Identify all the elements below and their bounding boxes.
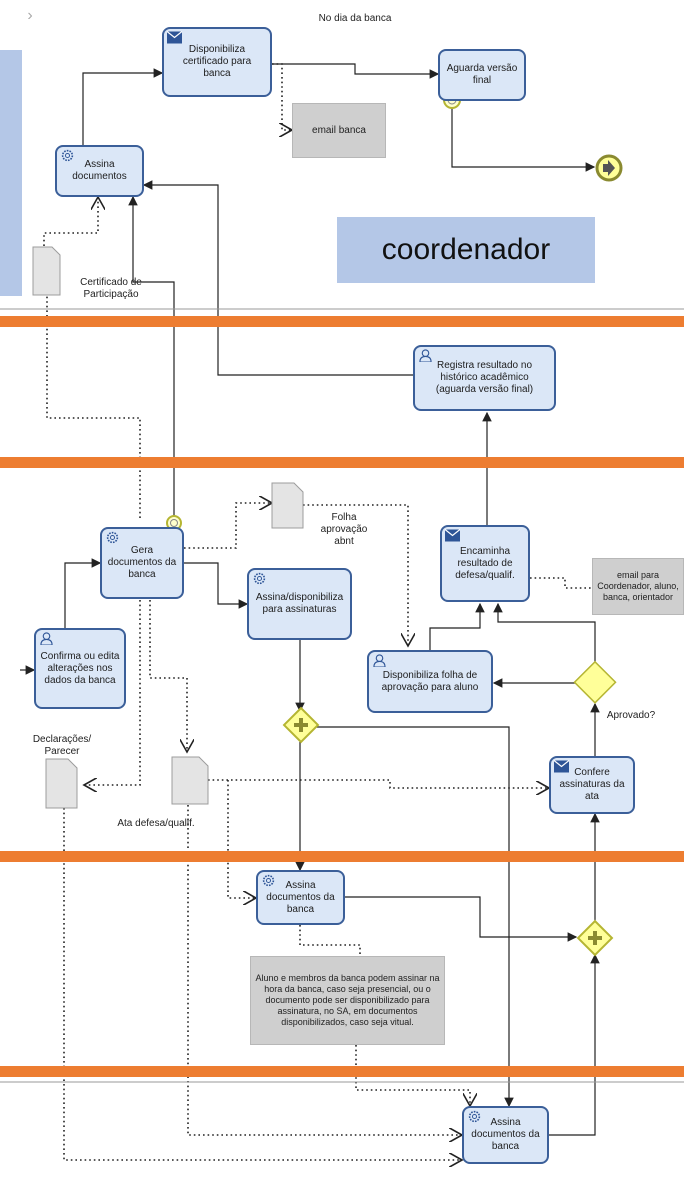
flow-gera-to-assina-disp (184, 562, 249, 609)
task-assina-documentos-top[interactable]: Assina documentos (55, 145, 144, 197)
task-label: Encaminha resultado de defesa/qualif. (455, 545, 515, 581)
person-icon (40, 632, 53, 645)
task-assina-documentos-bottom[interactable]: Assina documentos da banca (462, 1106, 549, 1164)
note-email-coordenador: email para Coordenador, aluno, banca, or… (592, 558, 684, 615)
header-chevron: › (27, 7, 33, 24)
task-encaminha-resultado[interactable]: Encaminha resultado de defesa/qualif. (440, 525, 530, 602)
flow-assina-bottom-to-gateway2 (549, 953, 600, 1136)
flow-disponibiliza-to-aguarda (272, 63, 440, 79)
lane-stripe (0, 316, 684, 327)
task-aguarda-versao-final[interactable]: Aguarda versão final (438, 49, 526, 101)
lane-side-band (0, 50, 22, 296)
assoc-ata-assina-mid (227, 780, 256, 898)
gear-icon (262, 874, 275, 887)
assoc-folha-to-disponibiliza (303, 504, 408, 646)
assoc-gera-ata (149, 600, 187, 752)
gear-icon (61, 149, 74, 162)
note-email-banca: email banca (292, 103, 386, 158)
task-confirma-edita[interactable]: Confirma ou edita alterações nos dados d… (34, 628, 126, 709)
gateway-label-aprovado: Aprovado? (606, 710, 656, 721)
doc-label-folha-aprovacao: Folha aprovação abnt (320, 512, 368, 547)
task-label: Aguarda versão final (446, 63, 518, 86)
assoc-disponibiliza-email (272, 63, 292, 130)
task-label: Gera documentos da banca (107, 545, 177, 580)
assoc-gera-declaracoes (84, 600, 141, 785)
person-icon (419, 349, 432, 362)
lane-stripe (0, 851, 684, 862)
gear-icon (106, 531, 119, 544)
task-label: Assina documentos (72, 159, 127, 182)
task-gera-documentos[interactable]: Gera documentos da banca (100, 527, 184, 599)
header-caption: No dia da banca (318, 13, 392, 24)
envelope-icon (445, 529, 460, 542)
flow-gera-to-assina-top (128, 195, 175, 518)
exclusive-gateway (573, 660, 617, 704)
task-label: Disponibiliza folha de aprovação para al… (381, 669, 479, 693)
flow-gateway-to-assina-bottom (315, 726, 514, 1108)
assoc-ata-confere (208, 779, 549, 788)
role-label: coordenador (337, 217, 595, 283)
flow-folha-to-encaminha (429, 602, 485, 652)
assoc-assina-mid-note (299, 925, 361, 956)
task-label: Assina/disponibiliza para assinaturas (255, 592, 344, 615)
gear-icon (253, 572, 266, 585)
doc-label-ata: Ata defesa/qualif. (117, 818, 195, 829)
doc-label-certificado: Certificado de Participação (80, 277, 142, 300)
gear-icon (468, 1110, 481, 1123)
assoc-gera-folha (184, 503, 272, 549)
person-icon (373, 654, 386, 667)
task-disponibiliza-certificado[interactable]: Disponibiliza certificado para banca (162, 27, 272, 97)
note-aluno-membros: Aluno e membros da banca podem assinar n… (250, 956, 445, 1045)
assoc-encaminha-email (530, 577, 592, 589)
flow-aguarda-to-end (451, 98, 596, 172)
task-disponibiliza-folha[interactable]: Disponibiliza folha de aprovação para al… (367, 650, 493, 713)
lane-stripe (0, 457, 684, 468)
envelope-icon (167, 31, 182, 44)
task-label: Confirma ou edita alterações nos dados d… (40, 650, 120, 686)
task-label: Registra resultado no histórico acadêmic… (435, 360, 534, 395)
flow-registra-to-assina-top (142, 180, 413, 376)
task-label: Confere assinaturas da ata (559, 767, 625, 802)
flow-gateway-to-encaminha (493, 602, 596, 664)
task-assina-documentos-mid[interactable]: Assina documentos da banca (256, 870, 345, 925)
envelope-icon (554, 760, 569, 773)
document-icon (32, 246, 304, 809)
task-confere-assinaturas[interactable]: Confere assinaturas da ata (549, 756, 635, 814)
assoc-certificado-assina (43, 197, 98, 246)
doc-label-declaracoes: Declarações/ Parecer (32, 734, 92, 757)
parallel-gateway (282, 706, 320, 744)
assoc-note-assina-bottom (355, 1045, 470, 1106)
end-event-icon (595, 154, 623, 182)
flow-assina-mid-to-gateway2 (345, 896, 578, 942)
assoc-gera-certificado (46, 296, 141, 518)
task-registra-resultado[interactable]: Registra resultado no histórico acadêmic… (413, 345, 556, 411)
parallel-gateway (576, 919, 614, 957)
assoc-declaracoes-assina-bottom (63, 808, 462, 1160)
task-label: Assina documentos da banca (471, 1117, 540, 1152)
task-assina-disponibiliza[interactable]: Assina/disponibiliza para assinaturas (247, 568, 352, 640)
task-label: Assina documentos da banca (266, 879, 335, 915)
flow-confirma-to-gera (64, 558, 102, 628)
lane-stripe (0, 1066, 684, 1077)
task-label: Disponibiliza certificado para banca (182, 44, 252, 79)
flow-assina-to-disponibiliza (82, 68, 164, 145)
